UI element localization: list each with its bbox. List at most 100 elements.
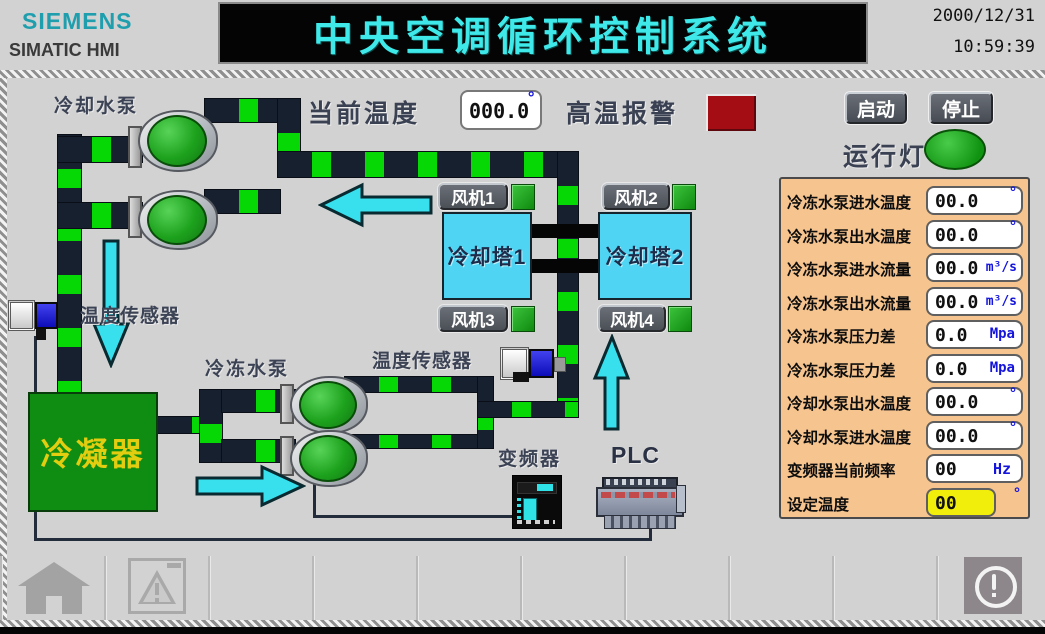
row-value: 00.0 [935,392,979,413]
home-button[interactable] [0,556,106,620]
fan4-button[interactable]: 风机4 [598,305,666,332]
temp-sensor-2-icon [554,357,566,372]
row-value: 0.0 [935,325,968,346]
row-unit: ° [1010,418,1016,436]
flow-arrow-left-icon [318,182,433,228]
current-temp-unit: ° [526,88,536,107]
cooling-outlet-temp-field: 00.0 ° [926,385,1023,416]
left-edge [0,78,7,620]
alarm-view-button[interactable] [104,556,210,620]
info-icon [975,566,1017,608]
row-value: 00.0 [935,191,979,212]
set-temp-input[interactable]: 00 [926,487,996,517]
row-unit: ° [1014,484,1020,502]
fan3-indicator [511,306,535,332]
function-key-bar [0,556,1045,620]
pipe [222,390,295,412]
flow-arrow-up-icon [592,334,631,431]
function-key-6[interactable] [520,556,626,620]
stop-button[interactable]: 停止 [929,92,993,124]
high-temp-alarm-indicator [706,94,756,131]
info-button[interactable] [964,557,1022,614]
vfd-label: 变频器 [498,449,562,470]
plc-side-tab [676,485,686,513]
condenser-label: 冷凝器 [40,436,146,472]
page-title: 中央空调循环控制系统 [313,15,773,59]
date-display: 2000/12/31 [932,6,1035,26]
row-label: 冷冻水泵压力差 [787,329,896,346]
pipe [558,152,578,417]
function-key-3[interactable] [208,556,314,620]
row-label: 冷冻水泵进水流量 [787,262,912,279]
row-unit: Mpa [989,359,1015,376]
fan4-indicator [668,306,692,332]
vfd-frequency-field: 00 Hz [926,454,1023,483]
cooling-tower-2: 冷却塔2 [598,212,692,300]
pipe [345,377,493,392]
pipe [345,435,493,448]
function-key-8[interactable] [728,556,834,620]
start-button[interactable]: 启动 [845,92,907,124]
panel-row: 冷冻水泵进水温度 00.0 ° [781,184,1028,219]
cooling-pump-2-impeller [147,195,207,245]
plc-terminals [606,479,670,485]
cooling-inlet-temp-field: 00.0 ° [926,418,1023,450]
chilled-inlet-flow-field: 00.0 m³/s [926,253,1023,282]
row-label: 冷冻水泵进水温度 [787,195,912,212]
temp-sensor-1-icon [8,300,35,331]
function-key-9[interactable] [832,556,938,620]
cooling-tower-1: 冷却塔1 [442,212,532,300]
cooling-pump-1-impeller [147,115,207,167]
function-key-4[interactable] [312,556,418,620]
plc-bottom-teeth [604,515,676,529]
pipe [200,390,222,462]
fan1-indicator [511,184,535,210]
vfd-wire [313,515,513,518]
condenser: 冷凝器 [28,392,158,512]
panel-row: 冷冻水泵出水温度 00.0 ° [781,218,1028,253]
row-value: 00 [935,492,957,514]
row-value: 0.0 [935,358,968,380]
fan3-button[interactable]: 风机3 [438,305,508,332]
current-temp-display: 000.0 ° [460,88,542,130]
chilled-pump-label: 冷冻水泵 [205,359,290,380]
fan1-button[interactable]: 风机1 [438,183,508,210]
panel-row: 冷却水泵出水温度 00.0 ° [781,385,1028,420]
pipe [278,152,578,177]
chilled-outlet-temp-field: 00.0 ° [926,218,1023,249]
chilled-outlet-flow-field: 00.0 m³/s [926,286,1023,316]
siemens-logo: SIEMENS [22,8,133,34]
header-divider [0,70,1045,78]
flow-arrow-down-icon [91,239,131,368]
row-label: 冷冻水泵出水流量 [787,295,912,313]
datetime: 2000/12/31 10:59:39 [875,6,1035,57]
vfd-device-icon [512,475,562,529]
row-label: 冷冻水泵出水温度 [787,228,912,246]
tower-connector [532,259,598,273]
chilled-pump-2-impeller [299,435,357,482]
tower2-label: 冷却塔2 [605,246,685,269]
current-temp-label: 当前温度 [308,100,421,128]
chilled-pump-1-impeller [299,381,357,429]
time-display: 10:59:39 [953,37,1035,57]
temp-sensor-2-icon [529,349,554,378]
row-unit: ° [1010,184,1016,201]
fan2-button[interactable]: 风机2 [602,183,670,210]
row-label: 冷却水泵进水温度 [787,429,912,447]
panel-row: 冷冻水泵压力差 0.0 Mpa [781,319,1028,353]
panel-row: 冷却水泵进水温度 00.0 ° [781,418,1028,454]
function-key-7[interactable] [624,556,730,620]
vfd-wire [313,458,316,518]
chilled-inlet-temp-field: 00.0 ° [926,184,1023,215]
alarm-icon [128,558,186,614]
bottom-black-strip [0,627,1045,634]
chilled-pressure-diff-field-2: 0.0 Mpa [926,353,1023,383]
function-key-10[interactable] [936,556,1045,620]
simatic-hmi-label: SIMATIC HMI [9,40,120,60]
vfd-display-value [537,484,553,491]
pipe [478,402,578,417]
function-key-5[interactable] [416,556,522,620]
pipe [222,440,295,462]
temp-sensor-2-icon [513,372,529,382]
